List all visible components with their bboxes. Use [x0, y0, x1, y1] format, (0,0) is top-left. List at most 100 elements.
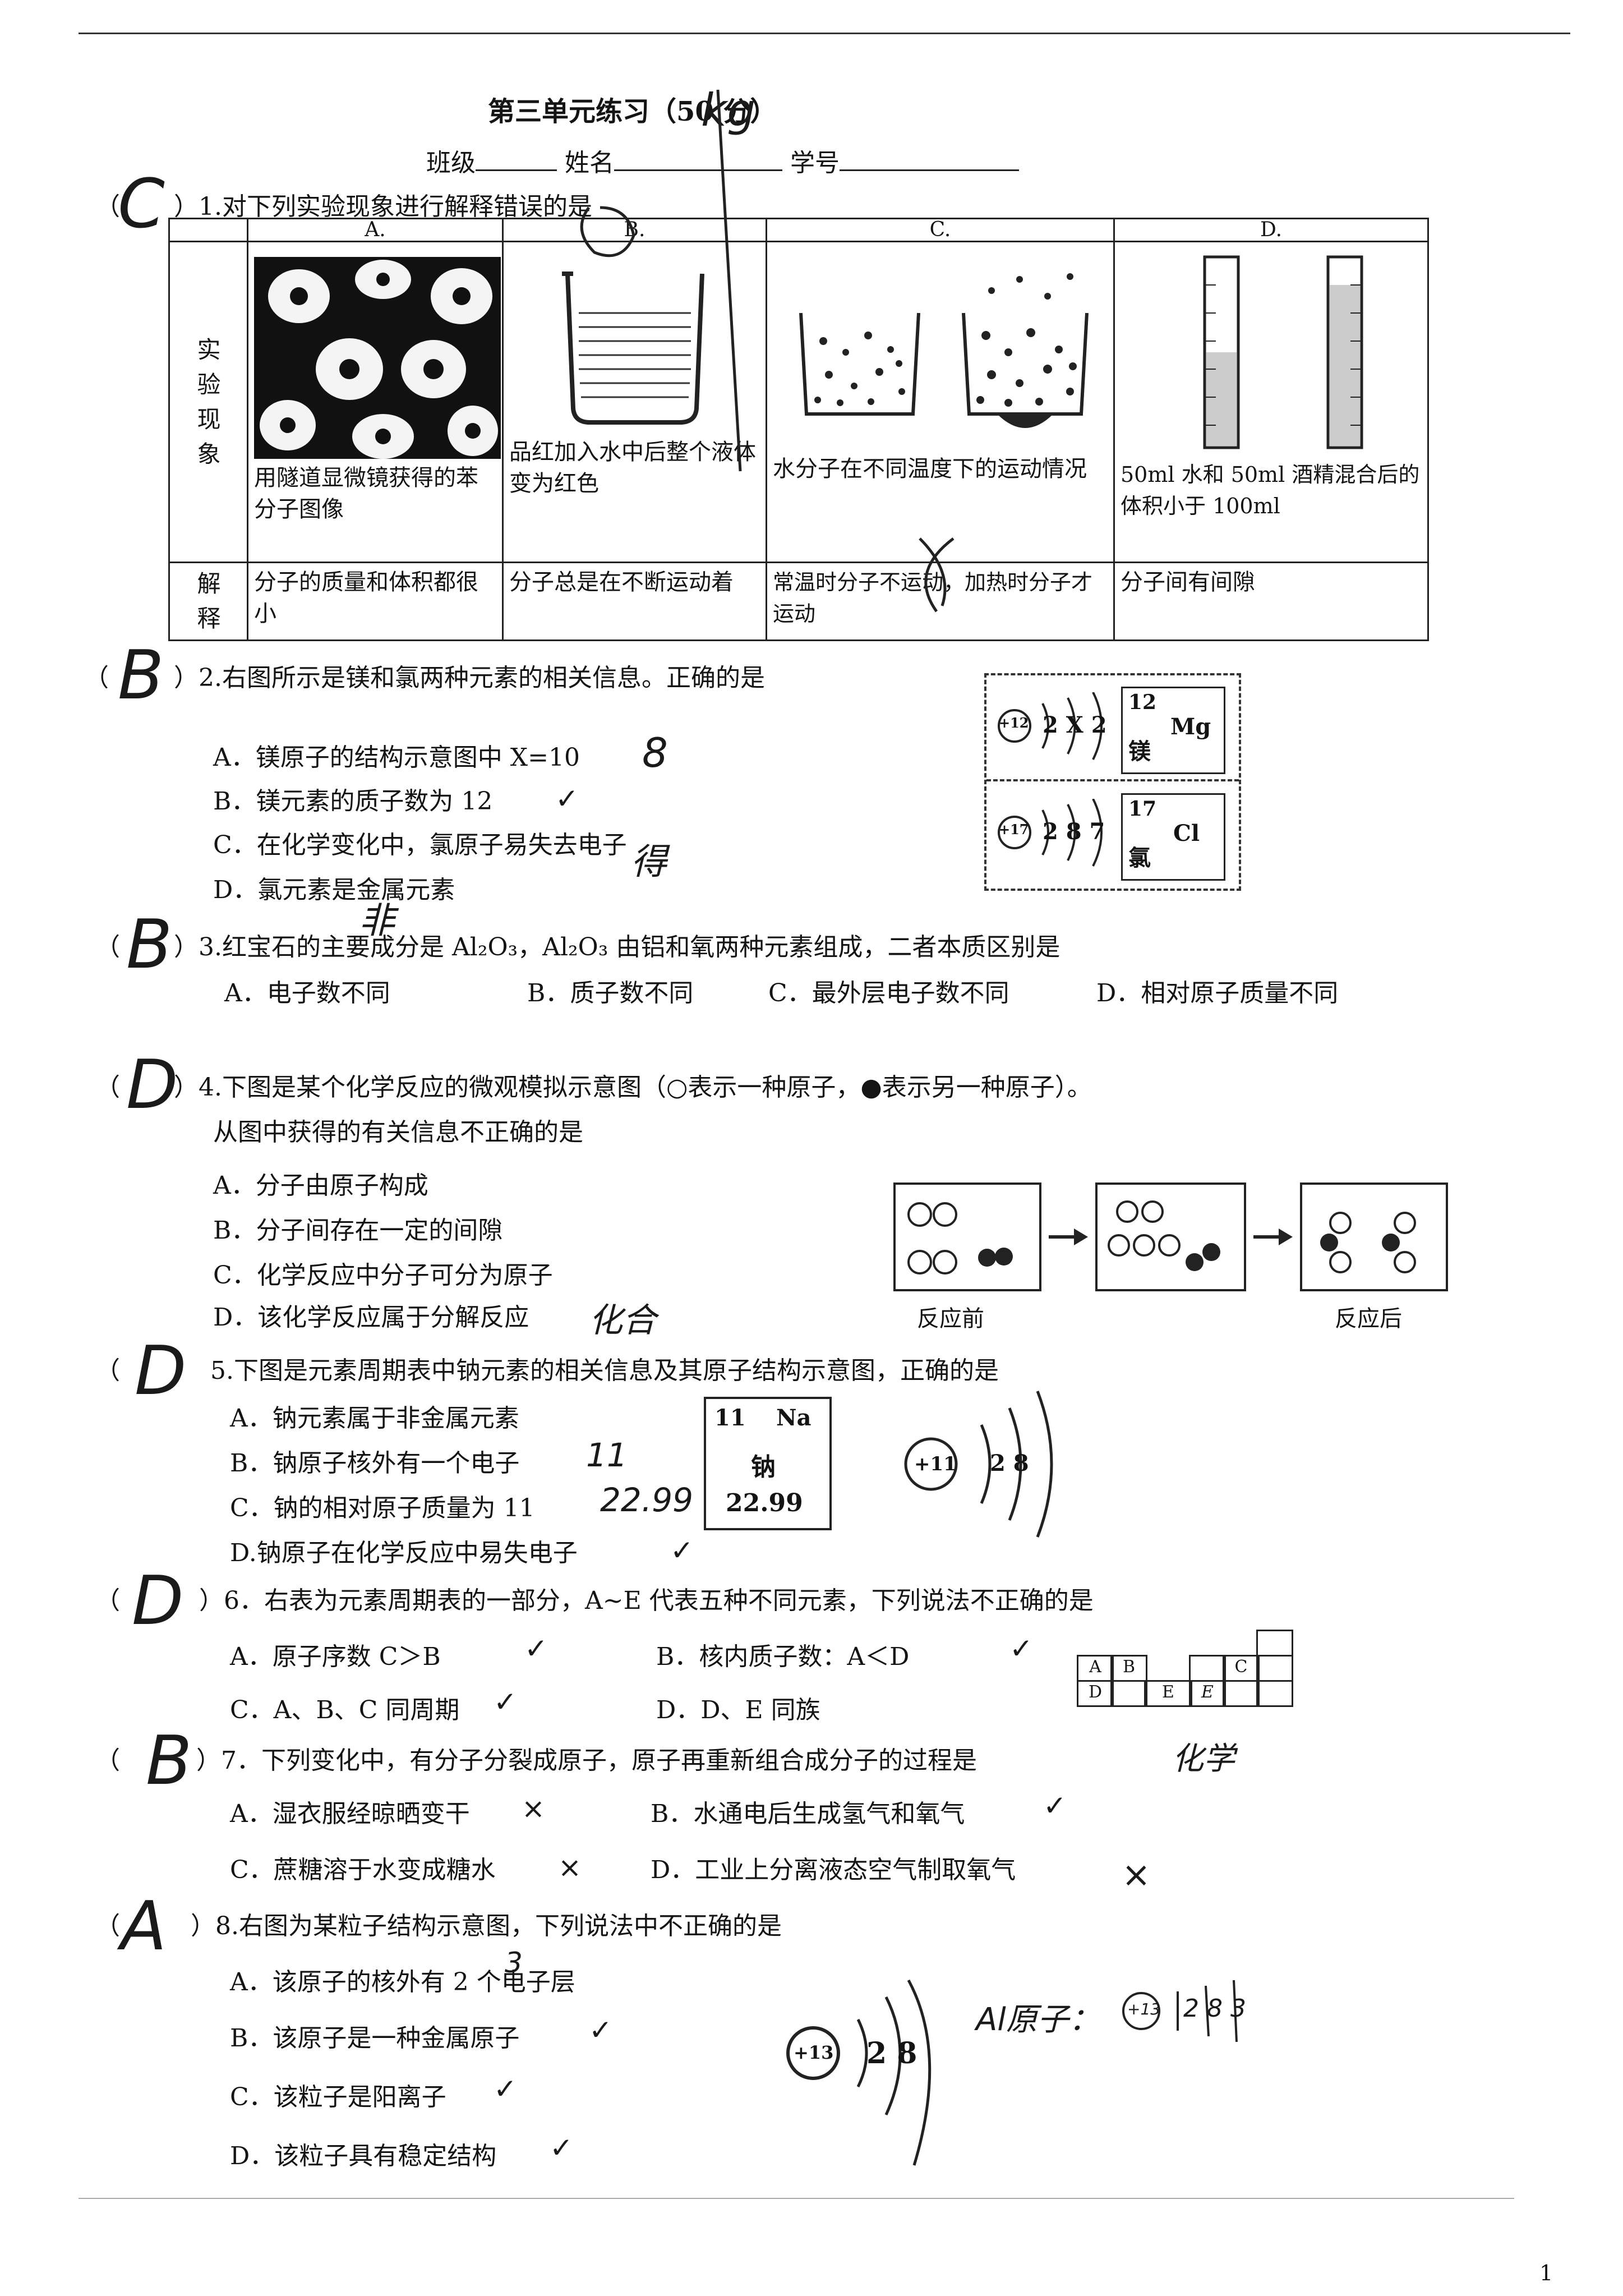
- q6-cell-empty5: [1223, 1680, 1260, 1707]
- q6-option-d: D．D、E 同族: [656, 1696, 820, 1724]
- q4-paren: （: [95, 1073, 120, 1102]
- q7-note: 化学: [1172, 1741, 1235, 1777]
- cl-structure-diagram: [998, 799, 1103, 867]
- q4-option-b: B．分子间存在一定的间隙: [213, 1216, 503, 1245]
- q6-mark-b: ✓: [1009, 1632, 1033, 1665]
- class-blank[interactable]: [476, 169, 557, 171]
- q7-option-d: D．工业上分离液态空气制取氧气: [651, 1856, 1016, 1884]
- q1-explain-c: 常温时分子不运动，加热时分子才运动: [766, 562, 1115, 641]
- q2-option-d: D．氯元素是金属元素: [213, 876, 455, 904]
- q8-paren: （: [95, 1912, 120, 1940]
- benzene-stm-image: [254, 257, 501, 459]
- q2-option-b: B．镁元素的质子数为 12: [213, 787, 493, 816]
- q5-stem: 5.下图是元素周期表中钠元素的相关信息及其原子结构示意图，正确的是: [210, 1356, 999, 1385]
- q6-cell-B: B: [1110, 1655, 1147, 1682]
- q5-note-d: ✓: [670, 1534, 694, 1567]
- na-number: 11: [714, 1405, 746, 1431]
- q7-stem: ）7．下列变化中，有分子分裂成原子，原子再重新组合成分子的过程是: [196, 1746, 977, 1775]
- q2-note-d: 非: [359, 900, 395, 942]
- q3-answer: B: [126, 906, 173, 984]
- q1-explain-d: 分子间有间隙: [1113, 562, 1429, 641]
- q6-cell-empty4: E: [1144, 1680, 1192, 1707]
- q1-cell-a: 用隧道显微镜获得的苯分子图像: [247, 241, 504, 563]
- q4-answer: D: [126, 1046, 178, 1124]
- q2-element-diagram: +12 2 X 2 12 Mg 镁 +17 2 8 7 17 Cl 氯: [984, 673, 1241, 891]
- cl-name: 氯: [1128, 845, 1151, 871]
- q1-header-d: D.: [1113, 218, 1429, 242]
- bottom-rule: [79, 2198, 1514, 2199]
- q8-mark-d: ✓: [550, 2132, 573, 2164]
- beaker-icon: [561, 272, 704, 425]
- na-element-card: 11 Na 钠 22.99: [704, 1397, 832, 1530]
- q1-phenomenon-d: 50ml 水和 50ml 酒精混合后的体积小于 100ml: [1121, 462, 1420, 518]
- q3-option-a: A．电子数不同: [224, 979, 390, 1007]
- cl-shells: 2 8 7: [1043, 818, 1105, 845]
- q4-reaction-diagram: [893, 1182, 1448, 1291]
- q1-table: A. B. C. D. 实验现象 用隧道显微镜获得的苯分子图像: [168, 218, 1429, 641]
- page-number: 1: [1539, 2261, 1553, 2285]
- q1-header-empty: [168, 218, 248, 242]
- q6-cell-empty3: [1110, 1680, 1147, 1707]
- cl-number: 17: [1128, 797, 1157, 821]
- q2-note-b: ✓: [555, 783, 579, 815]
- q7-option-c: C．蔗糖溶于水变成糖水: [230, 1856, 496, 1884]
- q4-option-a: A．分子由原子构成: [213, 1171, 428, 1200]
- q5-note-c: 22.99: [600, 1481, 694, 1519]
- q2-paren: （: [84, 664, 109, 692]
- header-fields: 班级 姓名 学号: [426, 147, 1019, 180]
- q6-cell-D: D: [1077, 1680, 1114, 1707]
- cl-element-card: 17 Cl 氯: [1121, 793, 1225, 881]
- q6-option-c: C．A、B、C 同周期: [230, 1696, 460, 1724]
- mg-name: 镁: [1128, 738, 1151, 765]
- q8-shells: 2 8: [866, 2036, 917, 2070]
- cl-symbol: Cl: [1173, 820, 1200, 846]
- q1-cell-c: 水分子在不同温度下的运动情况: [766, 241, 1115, 563]
- q6-mark-c: ✓: [494, 1686, 517, 1718]
- q8-structure-diagram: [786, 1979, 932, 2166]
- q5-option-c: C．钠的相对原子质量为 11: [230, 1494, 535, 1522]
- q8-option-b: B．该原子是一种金属原子: [230, 2024, 520, 2053]
- q4-note-d: 化合: [589, 1301, 656, 1340]
- q6-cell-A: A: [1077, 1655, 1114, 1682]
- q5-option-b: B．钠原子核外有一个电子: [230, 1449, 520, 1478]
- q8-stem: ）8.右图为某粒子结构示意图，下列说法中不正确的是: [191, 1912, 782, 1940]
- top-rule: [79, 33, 1570, 34]
- na-shells: 2 8: [990, 1450, 1029, 1476]
- q1-row-phenomenon-label: 实验现象: [168, 241, 248, 563]
- q2-divider: [986, 779, 1239, 781]
- q1-phenomenon-b: 品红加入水中后整个液体变为红色: [509, 439, 756, 496]
- q7-answer: B: [146, 1722, 192, 1800]
- q1-stem: ）1.对下列实验现象进行解释错误的是: [174, 192, 592, 221]
- q5-option-d: D.钠原子在化学反应中易失电子: [230, 1539, 578, 1567]
- q1-explain-b: 分子总是在不断运动着: [502, 562, 767, 641]
- q3-stem: ）3.红宝石的主要成分是 Al₂O₃，Al₂O₃ 由铝和氧两种元素组成，二者本质…: [174, 933, 1061, 961]
- name-blank[interactable]: [614, 169, 782, 171]
- q8-note-a: 3: [505, 1947, 523, 1979]
- q6-mark-a: ✓: [524, 1632, 548, 1665]
- q8-option-a: A．该原子的核外有 2 个电子层: [230, 1968, 575, 1996]
- q3-option-d: D．相对原子质量不同: [1096, 979, 1339, 1007]
- q4-label-after: 反应后: [1335, 1306, 1402, 1332]
- q3-paren: （: [95, 933, 120, 961]
- na-nucleus: +11: [914, 1453, 957, 1475]
- number-blank[interactable]: [840, 169, 1019, 171]
- name-label: 姓名: [565, 149, 614, 177]
- q4-option-c: C．化学反应中分子可分为原子: [213, 1261, 553, 1290]
- q4-label-before: 反应前: [917, 1306, 984, 1332]
- graduated-cylinders: [1203, 255, 1363, 449]
- q8-note-struct-diagram: [1122, 1980, 1238, 2042]
- na-mass: 22.99: [726, 1489, 803, 1517]
- q1-phenomenon-a: 用隧道显微镜获得的苯分子图像: [254, 465, 478, 522]
- q7-mark-d: ×: [1122, 1854, 1151, 1895]
- q1-cell-b: 品红加入水中后整个液体变为红色: [502, 241, 767, 563]
- q7-paren: （: [95, 1746, 120, 1775]
- q2-option-a: A．镁原子的结构示意图中 X=10: [213, 743, 580, 772]
- q8-note-right: Al原子：: [976, 2001, 1100, 2038]
- q2-note-a: 8: [642, 729, 668, 776]
- q6-stem: ）6．右表为元素周期表的一部分，A~E 代表五种不同元素，下列说法不正确的是: [199, 1586, 1094, 1615]
- q6-cell-top: [1256, 1630, 1293, 1657]
- na-structure-diagram: [904, 1391, 1053, 1538]
- q3-option-c: C．最外层电子数不同: [768, 979, 1009, 1007]
- q6-paren: （: [95, 1586, 120, 1615]
- q5-answer: D: [135, 1332, 187, 1410]
